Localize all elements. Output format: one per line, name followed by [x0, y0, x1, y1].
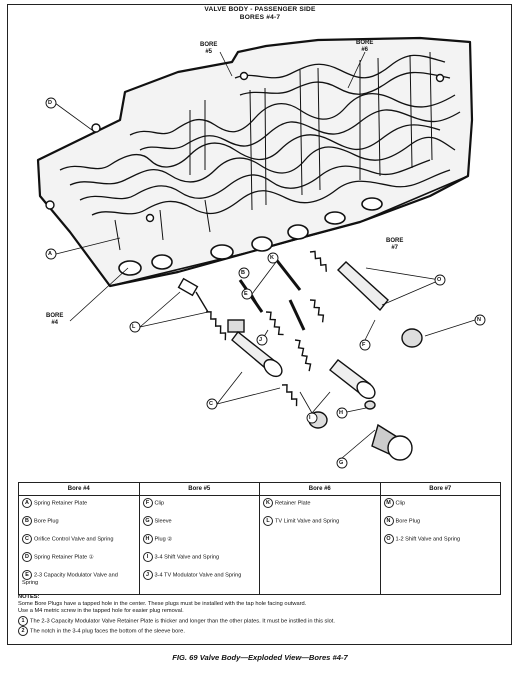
leader-lines	[54, 51, 476, 459]
callout-letter-h: H	[339, 410, 343, 416]
exploded-parts	[177, 250, 423, 461]
callout-letter-l: L	[132, 324, 136, 330]
legend-letter-badge: C	[22, 534, 32, 544]
spring-retainer-plate-part	[177, 277, 209, 313]
valve-body-casting	[36, 36, 474, 288]
callout-letter-o: O	[437, 277, 442, 283]
callout-letter-e: E	[244, 291, 248, 297]
callout-bore-6: BORE #6	[356, 40, 374, 53]
title-line-2: BORES #4-7	[239, 14, 281, 21]
valve-spool-7	[309, 250, 389, 312]
callout-letter-c: C	[209, 401, 213, 407]
callout-letter-d: D	[48, 100, 52, 106]
valve-spool-5a	[238, 279, 284, 336]
legend-letter-badge: I	[142, 552, 153, 562]
legend-cell	[379, 568, 501, 595]
legend-cell	[379, 550, 501, 568]
legend-letter-badge: G	[142, 516, 153, 526]
plug-h	[364, 400, 376, 410]
callout-letter-j: J	[259, 337, 263, 343]
figure-frame	[7, 4, 512, 645]
callout-letter-n: N	[477, 317, 481, 323]
note-number-badge: 1	[18, 615, 28, 626]
figure-caption: FIG. 69 Valve Body—Exploded View—Bores #…	[172, 653, 348, 662]
callout-bore-5: BORE #5	[200, 42, 218, 55]
legend-letter-badge: J	[142, 570, 153, 580]
spring-part	[205, 311, 227, 341]
legend-header-row: Bore #4 Bore #5 Bore #6 Bore #7	[18, 482, 501, 496]
modulator-valve-part	[231, 331, 283, 378]
legend-header-bore-7: Bore #7	[379, 482, 501, 496]
legend-cell	[259, 532, 381, 550]
legend-letter-badge: D	[22, 552, 32, 562]
legend-header-bore-4: Bore #4	[18, 482, 140, 496]
legend-letter-badge: E	[22, 570, 32, 580]
title-line-1: VALVE BODY - PASSENGER SIDE	[204, 6, 316, 13]
bore-plug-n	[401, 328, 423, 348]
legend-letter-badge: L	[263, 516, 273, 526]
callout-letter-b: B	[241, 270, 245, 276]
legend-letter-badge: H	[142, 534, 153, 544]
notes-heading: NOTES:	[18, 594, 40, 600]
callout-bore-4: BORE #4	[46, 313, 64, 326]
callout-letter-k: K	[270, 255, 274, 261]
figure-title: VALVE BODY - PASSENGER SIDE BORES #4-7	[0, 6, 520, 22]
note-line-2: Use a M4 metric screw in the tapped hole…	[18, 608, 184, 615]
legend-letter-badge: B	[22, 516, 32, 526]
callout-circles	[45, 97, 486, 469]
note-number-badge: 2	[18, 625, 28, 636]
legend-letter-badge: K	[263, 498, 273, 508]
legend-letter-badge: A	[22, 498, 32, 508]
note-line-1: Some Bore Plugs have a tapped hole in th…	[18, 601, 307, 608]
legend-letter-badge: N	[383, 516, 394, 526]
callout-letter-g: G	[339, 460, 344, 466]
sleeve-part	[329, 359, 376, 400]
valve-spool-6	[273, 257, 325, 323]
legend-header-bore-5: Bore #5	[138, 482, 260, 496]
callout-letter-a: A	[48, 251, 52, 257]
legend-letter-badge: F	[142, 498, 153, 508]
callout-letter-f: F	[362, 342, 366, 348]
legend-letter-badge: O	[383, 534, 394, 544]
legend-letter-badge: M	[383, 498, 394, 508]
orifice-valve-spring	[281, 384, 298, 407]
legend-cell	[259, 550, 381, 568]
notes-section: NOTES: Some Bore Plugs have a tapped hol…	[18, 594, 504, 636]
legend-cell	[259, 568, 381, 595]
valve-spool-5b	[288, 299, 312, 372]
legend-header-bore-6: Bore #6	[259, 482, 381, 496]
callout-letter-i: I	[309, 415, 311, 421]
retainer-plate-small	[227, 319, 245, 333]
valve-body-illustration	[36, 36, 486, 469]
callout-bore-7: BORE #7	[386, 238, 404, 251]
large-bore-plug	[371, 423, 413, 461]
